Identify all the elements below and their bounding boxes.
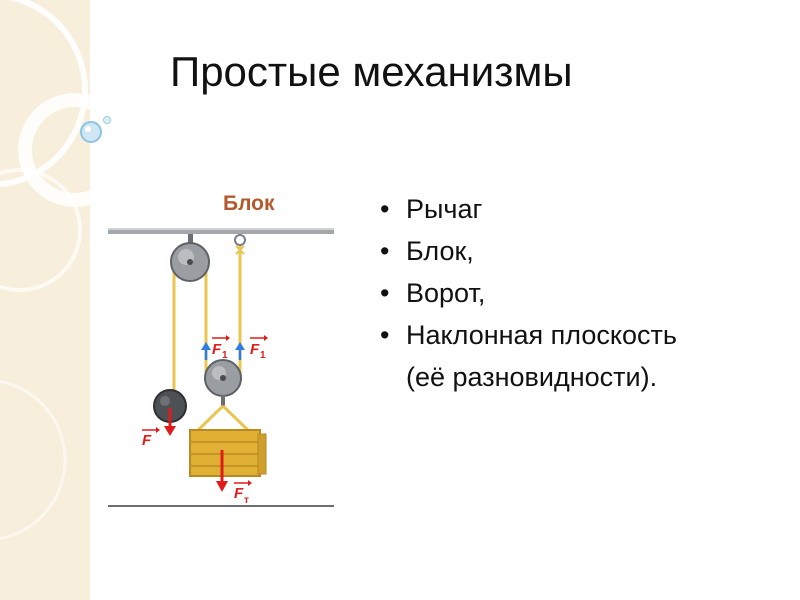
rope-knot-icon: [235, 245, 245, 255]
force-f1-label-left: F 1: [212, 335, 230, 361]
movable-pulley-axle: [220, 375, 226, 381]
decorative-side-strip: [0, 0, 90, 600]
sling-right: [221, 404, 252, 434]
svg-text:F: F: [212, 341, 222, 358]
bubble-decoration: [80, 116, 111, 143]
list-item-text: Блок,: [406, 236, 474, 266]
list-item-text: Ворот,: [406, 278, 486, 308]
sling-left: [194, 404, 225, 434]
force-ft-arrow: [216, 450, 228, 492]
svg-text:F: F: [234, 485, 244, 502]
force-f-label: F: [142, 427, 160, 449]
tension-arrow-right: [235, 342, 245, 360]
force-f-arrow: [164, 408, 176, 436]
fixed-pulley-axle: [187, 259, 193, 265]
tension-arrow-left: [201, 342, 211, 360]
mechanisms-list: Рычаг Блок, Ворот, Наклонная плоскость (…: [378, 188, 677, 398]
crate-icon: [189, 429, 267, 477]
svg-text:т: т: [244, 495, 249, 506]
list-item: Наклонная плоскость (её разновидности).: [378, 314, 677, 398]
ceiling-highlight: [108, 228, 334, 230]
figure-caption: Блок: [223, 192, 275, 215]
svg-text:F: F: [142, 432, 152, 449]
list-item: Ворот,: [378, 272, 677, 314]
list-item-text: Рычаг: [406, 194, 483, 224]
list-item: Блок,: [378, 230, 677, 272]
force-f1-label-right: F 1: [250, 335, 268, 361]
force-ft-label: F т: [234, 480, 252, 506]
ceiling-beam: [108, 228, 334, 234]
svg-text:1: 1: [222, 350, 228, 361]
weight-ball-shine: [160, 396, 170, 406]
rope-hook-icon: [234, 234, 246, 246]
slide-title: Простые механизмы: [170, 48, 573, 95]
svg-text:1: 1: [260, 350, 266, 361]
svg-text:F: F: [250, 341, 260, 358]
decorative-circles: [0, 0, 90, 541]
fixed-pulley-mount: [188, 234, 193, 246]
movable-pulley-hook: [221, 395, 225, 407]
pulley-block-figure: Блок F: [108, 192, 334, 507]
list-item-text: Наклонная плоскость: [406, 320, 677, 350]
list-item: Рычаг: [378, 188, 677, 230]
list-item-text-continued: (её разновидности).: [406, 362, 658, 392]
